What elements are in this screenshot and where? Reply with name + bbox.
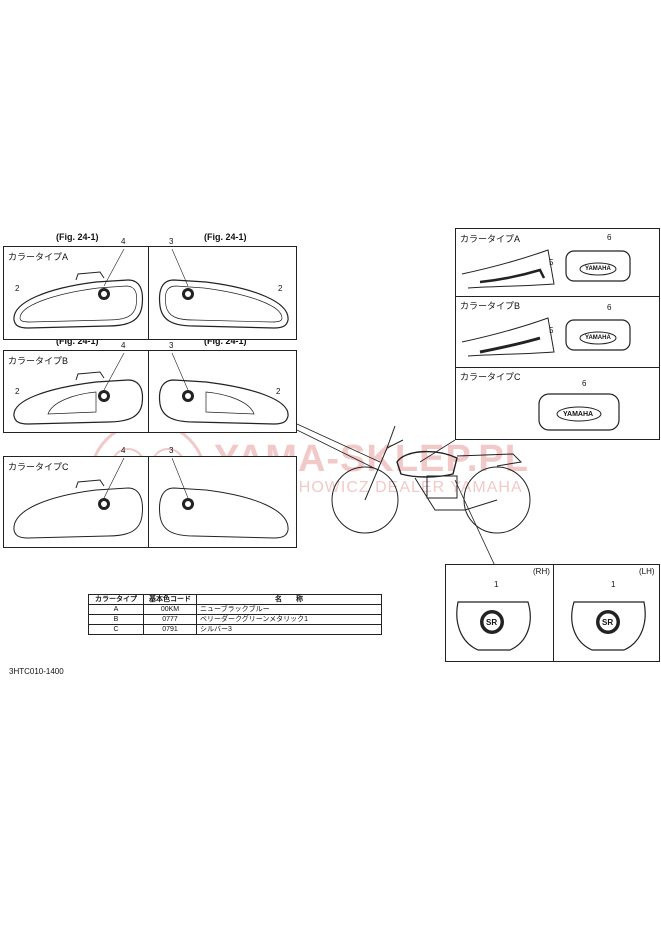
side-cover-panel: (RH) (LH): [445, 564, 660, 662]
divider: [456, 367, 659, 368]
table-header: カラータイプ: [88, 594, 144, 605]
table-header: 名 称: [196, 594, 382, 605]
yamaha-badge-text: YAMAHA: [585, 335, 611, 341]
emblem-plate-c: [538, 393, 620, 431]
part-code: 3HTC010-1400: [9, 667, 64, 676]
color-type-b-panel: カラータイプB: [3, 350, 297, 433]
panel-title: カラータイプC: [460, 372, 521, 382]
callout-2[interactable]: 2: [276, 387, 281, 396]
panel-title: カラータイプB: [460, 301, 521, 311]
color-type-c-panel: カラータイプC: [3, 456, 297, 548]
color-code-table: カラータイプ 基本色コード 名 称 A 00KM ニューブラックブルー B 07…: [88, 594, 382, 635]
side-cover-lh: [571, 601, 646, 651]
callout-3[interactable]: 3: [169, 341, 174, 350]
table-row: C 0791 シルバー3: [88, 624, 382, 635]
table-cell: A: [88, 604, 144, 615]
table-cell: 0791: [143, 624, 197, 635]
table-cell: C: [88, 624, 144, 635]
fuel-tank-b-left: [13, 371, 144, 425]
yamaha-badge-text: YAMAHA: [563, 411, 594, 418]
panel-title: カラータイプA: [8, 252, 69, 262]
divider: [148, 457, 149, 547]
callout-1[interactable]: 1: [494, 580, 499, 589]
table-row: B 0777 ベリーダークグリーンメタリック1: [88, 614, 382, 625]
emblem-plate-a: [565, 250, 631, 282]
fuel-tank-c-left: [13, 479, 143, 539]
callout-5[interactable]: 5: [549, 258, 554, 267]
callout-2[interactable]: 2: [15, 284, 20, 293]
table-cell: ニューブラックブルー: [196, 604, 382, 615]
leader-lines: [103, 248, 189, 499]
table-cell: ベリーダークグリーンメタリック1: [196, 614, 382, 625]
callout-4[interactable]: 4: [121, 446, 126, 455]
table-cell: 0777: [143, 614, 197, 625]
fuel-tank-a-right: [158, 279, 289, 329]
callout-6[interactable]: 6: [607, 303, 612, 312]
table-cell: シルバー3: [196, 624, 382, 635]
callout-3[interactable]: 3: [169, 237, 174, 246]
callout-6[interactable]: 6: [607, 233, 612, 242]
divider: [148, 247, 149, 339]
table-cell: 00KM: [143, 604, 197, 615]
callout-2[interactable]: 2: [278, 284, 283, 293]
sr-emblem-text: SR: [486, 618, 498, 627]
lh-label: (LH): [639, 567, 655, 576]
yamaha-badge-text: YAMAHA: [585, 266, 611, 272]
fuel-tank-a-left: [13, 271, 144, 329]
color-type-a-panel: カラータイプA: [3, 246, 297, 340]
rh-label: (RH): [533, 567, 550, 576]
panel-title: カラータイプB: [8, 356, 69, 366]
panel-title: カラータイプC: [8, 462, 69, 472]
fig-label[interactable]: (Fig. 24-1): [204, 336, 247, 346]
callout-3[interactable]: 3: [169, 446, 174, 455]
callout-1[interactable]: 1: [611, 580, 616, 589]
callout-4[interactable]: 4: [121, 237, 126, 246]
divider: [553, 565, 554, 661]
table-cell: B: [88, 614, 144, 625]
table-row: A 00KM ニューブラックブルー: [88, 604, 382, 615]
panel-title: カラータイプA: [460, 234, 521, 244]
callout-2[interactable]: 2: [15, 387, 20, 396]
sr-emblem-text: SR: [602, 618, 614, 627]
callout-4[interactable]: 4: [121, 341, 126, 350]
fig-label[interactable]: (Fig. 24-1): [204, 232, 247, 242]
callout-5[interactable]: 5: [549, 326, 554, 335]
fig-label[interactable]: (Fig. 24-1): [56, 232, 99, 242]
side-cover-rh: [456, 601, 531, 651]
emblem-plate-b: [565, 319, 631, 351]
callout-6[interactable]: 6: [582, 379, 587, 388]
table-header: 基本色コード: [143, 594, 197, 605]
fig-label[interactable]: (Fig. 24-1): [56, 336, 99, 346]
fuel-tank-b-right: [158, 379, 289, 425]
divider: [456, 296, 659, 297]
tank-detail-panel: カラータイプA カラータイプB カラータイプC: [455, 228, 660, 440]
fuel-tank-c-right: [159, 487, 289, 539]
tank-stripe-a: [461, 249, 555, 289]
divider: [148, 351, 149, 432]
tank-stripe-b: [461, 317, 555, 357]
